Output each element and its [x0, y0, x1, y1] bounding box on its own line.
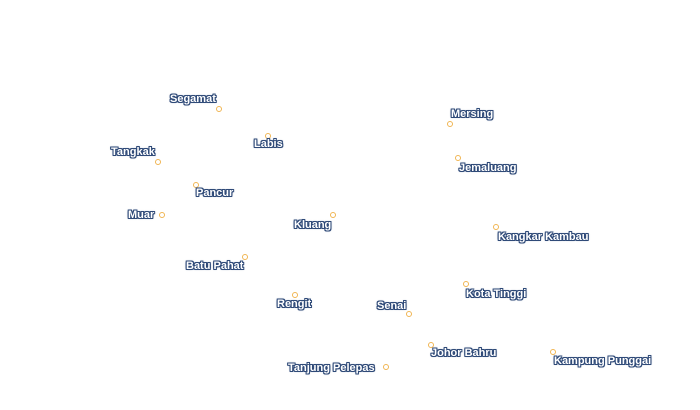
- town-marker[interactable]: [463, 281, 469, 287]
- place-label: Tanjung Pelepas: [288, 362, 375, 374]
- town-marker[interactable]: [428, 342, 434, 348]
- place-label: Senai: [377, 300, 407, 312]
- town-marker[interactable]: [406, 311, 412, 317]
- town-marker[interactable]: [455, 155, 461, 161]
- town-marker[interactable]: [447, 121, 453, 127]
- town-marker[interactable]: [193, 182, 199, 188]
- place-label: Kangkar Kambau: [498, 231, 589, 243]
- place-label: Kota Tinggi: [466, 288, 527, 300]
- town-marker[interactable]: [155, 159, 161, 165]
- town-marker[interactable]: [330, 212, 336, 218]
- town-marker[interactable]: [242, 254, 248, 260]
- place-label: Kluang: [294, 219, 332, 231]
- place-label: Mersing: [451, 108, 494, 120]
- town-marker[interactable]: [383, 364, 389, 370]
- place-label: Pancur: [196, 187, 234, 199]
- place-label: Labis: [254, 138, 283, 150]
- place-label: Johor Bahru: [431, 347, 497, 359]
- place-label: Tangkak: [111, 146, 155, 158]
- place-label: Kampung Punggai: [554, 355, 652, 367]
- town-marker[interactable]: [216, 106, 222, 112]
- place-label: Muar: [128, 209, 155, 221]
- place-label: Jemaluang: [459, 162, 517, 174]
- place-label: Segamat: [170, 93, 216, 105]
- place-label: Rengit: [277, 298, 312, 310]
- town-marker[interactable]: [159, 212, 165, 218]
- place-label: Batu Pahat: [186, 260, 244, 272]
- town-marker[interactable]: [265, 133, 271, 139]
- town-marker[interactable]: [493, 224, 499, 230]
- town-marker[interactable]: [550, 349, 556, 355]
- town-marker[interactable]: [292, 292, 298, 298]
